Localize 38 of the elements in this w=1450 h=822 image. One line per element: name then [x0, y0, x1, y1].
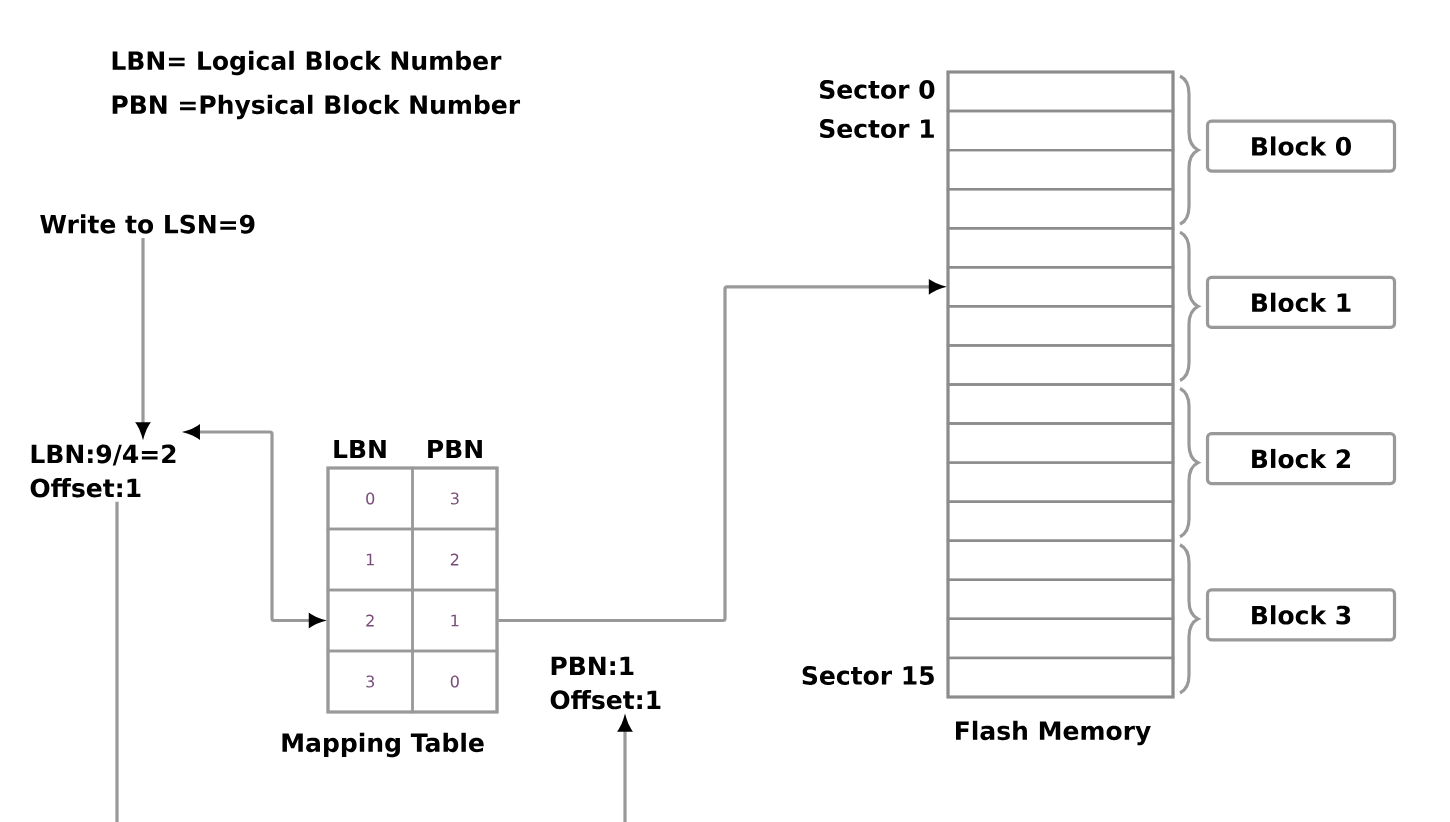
sector-row: [946, 227, 1175, 269]
label-text: PBN: [428, 439, 482, 459]
block-box: Block 2: [1205, 432, 1397, 486]
sector-row: [946, 539, 1175, 582]
sector-label: Sector 15: [802, 666, 934, 685]
sector-row: [946, 266, 1175, 308]
table-cell: 1: [411, 588, 499, 653]
note-text: PBN:1 Offset:1: [550, 656, 661, 710]
array-caption: Flash Memory: [956, 720, 1151, 746]
label-text: LBN: [334, 439, 386, 459]
sector-row: [946, 148, 1175, 191]
table-caption: Mapping Table: [282, 732, 484, 758]
table-cell: 2: [411, 527, 499, 592]
sector-row: [946, 344, 1175, 386]
sector-row: [946, 187, 1175, 230]
table-cell: 0: [411, 649, 499, 714]
label-text: LBN= Logical Block Number: [112, 50, 502, 76]
sector-row: [946, 305, 1175, 347]
label-text: PBN =Physical Block Number: [112, 94, 521, 120]
note-text: Write to LSN=9: [40, 214, 255, 234]
sector-label: Sector 1: [820, 119, 934, 139]
table-cell: 1: [326, 527, 414, 592]
block-box: Block 0: [1205, 119, 1397, 173]
table-cell: 2: [326, 588, 414, 653]
sector-label: Sector 0: [820, 80, 935, 99]
sector-row: [946, 617, 1175, 660]
block-box: Block 1: [1205, 275, 1397, 329]
table-cell: 0: [326, 466, 414, 531]
table-cell: 3: [411, 466, 499, 531]
arrow: [136, 238, 150, 437]
sector-row: [946, 383, 1175, 425]
block-box: Block 3: [1205, 588, 1397, 642]
sector-row: [946, 461, 1175, 503]
sector-row: [946, 500, 1175, 542]
sector-row: [946, 578, 1175, 621]
table-cell: 3: [326, 649, 414, 714]
note-text: LBN:9/4=2 Offset:1: [30, 444, 176, 498]
sector-row: [946, 422, 1175, 464]
